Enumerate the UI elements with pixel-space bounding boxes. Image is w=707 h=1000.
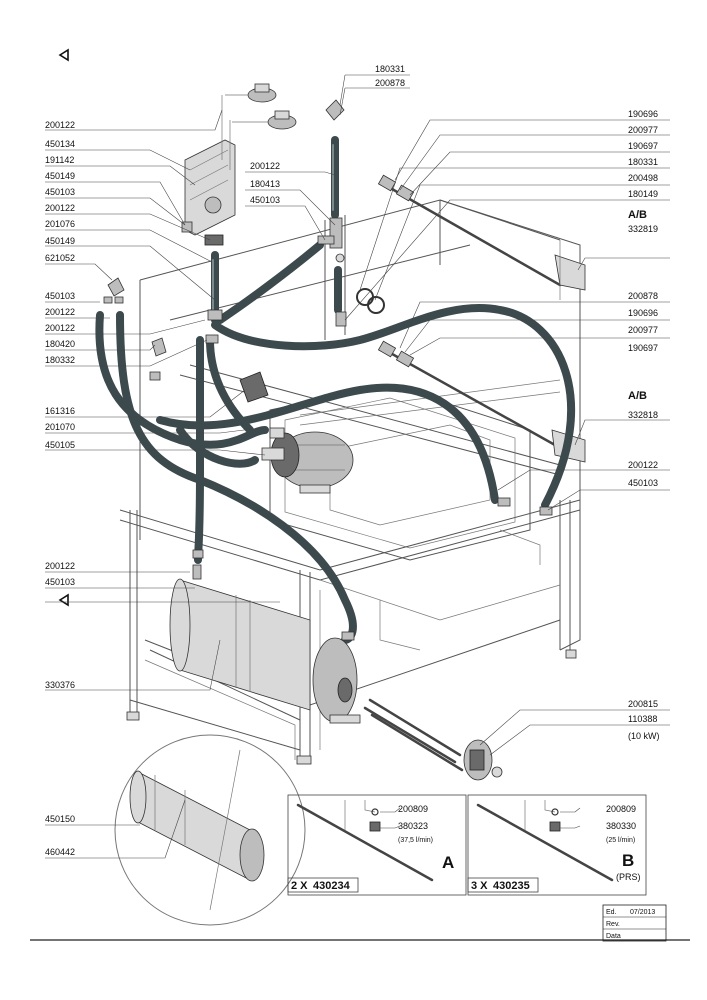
callout-332818: 332818 — [628, 410, 658, 420]
callout-191142: 191142 — [45, 155, 74, 165]
hoses — [95, 136, 576, 644]
callout-201076: 201076 — [45, 219, 75, 229]
wash-pump — [261, 427, 354, 494]
panel-b: 200809 380330 (25 l/min) B (PRS) 3 X 430… — [467, 794, 647, 896]
clamps — [192, 497, 553, 641]
callout-450149-l1: 450149 — [45, 171, 75, 181]
panel-a-part-number: 430234 — [313, 880, 351, 892]
callout-180331-r2: 180331 — [628, 157, 658, 167]
panel-b-sub: (PRS) — [616, 872, 641, 882]
panel-a-code-200809: 200809 — [398, 804, 428, 814]
callout-450103-l5: 450103 — [45, 577, 75, 587]
callout-621052: 621052 — [45, 253, 75, 263]
callout-labels: 180331 200878 190696 200977 190697 18033… — [45, 64, 660, 857]
callout-110388: 110388 — [628, 714, 657, 724]
callout-180149: 180149 — [628, 189, 658, 199]
callout-450103-r: 450103 — [628, 478, 658, 488]
callout-200878-top: 200878 — [375, 78, 405, 88]
panel-b-part-number: 430235 — [493, 880, 530, 892]
callout-450150: 450150 — [45, 814, 75, 824]
callout-450149-l2: 450149 — [45, 236, 75, 246]
callout-330376: 330376 — [45, 680, 75, 690]
seal-rings — [335, 288, 385, 327]
panel-a-flow: (37,5 l/min) — [398, 837, 433, 844]
callout-200977-r2: 200977 — [628, 325, 658, 335]
direction-triangle-icon — [58, 48, 69, 607]
panel-a: 200809 380323 (37,5 l/min) A 2 X 430234 — [287, 794, 467, 896]
callout-power: (10 kW) — [628, 731, 660, 741]
callout-200122-l2: 200122 — [45, 203, 75, 213]
callout-200122-r: 200122 — [628, 460, 658, 470]
callout-200498: 200498 — [628, 173, 658, 183]
pressure-switches — [225, 83, 297, 130]
revision-ed-value: 07/2013 — [630, 909, 655, 916]
callout-200122-l5: 200122 — [45, 561, 75, 571]
boiler-tank — [169, 564, 361, 724]
callout-200977-r1: 200977 — [628, 125, 658, 135]
callout-ab-1: A/B — [628, 209, 647, 221]
leader-lines — [45, 74, 670, 859]
callout-200122-l4: 200122 — [45, 323, 75, 333]
callout-460442: 460442 — [45, 847, 75, 857]
callout-200815: 200815 — [628, 699, 658, 709]
revision-block: Ed. 07/2013 Rev. Data — [30, 904, 690, 942]
panel-b-code-380330: 380330 — [606, 821, 636, 831]
callout-450103-l1: 450103 — [45, 187, 75, 197]
panel-b-code-200809: 200809 — [606, 804, 636, 814]
callout-190697-r2: 190697 — [628, 343, 658, 353]
elbow-180331 — [325, 99, 345, 121]
callout-201070: 201070 — [45, 422, 75, 432]
callout-190697-r1: 190697 — [628, 141, 658, 151]
panel-b-letter: B — [622, 851, 634, 870]
callout-180420: 180420 — [45, 339, 75, 349]
callout-180332: 180332 — [45, 355, 75, 365]
pump-bracket — [239, 371, 269, 403]
callout-450103-l2: 450103 — [45, 291, 75, 301]
revision-data-label: Data — [606, 933, 621, 940]
revision-ed-label: Ed. — [606, 909, 617, 916]
callout-450105: 450105 — [45, 440, 75, 450]
callout-200122-l3: 200122 — [45, 307, 75, 317]
callout-190696-r1: 190696 — [628, 109, 658, 119]
heating-element — [363, 698, 503, 781]
air-break-unit — [184, 95, 236, 246]
panel-a-letter: A — [442, 853, 454, 872]
callout-450103-m: 450103 — [250, 195, 280, 205]
revision-rev-label: Rev. — [606, 921, 620, 928]
boiler-detail — [114, 734, 306, 926]
callout-200878-r: 200878 — [628, 291, 658, 301]
panel-b-flow: (25 l/min) — [606, 837, 635, 844]
callout-190696-r2: 190696 — [628, 308, 658, 318]
wash-arm-lower — [377, 340, 586, 463]
callout-ab-2: A/B — [628, 390, 647, 402]
panel-a-code-380323: 380323 — [398, 821, 428, 831]
panel-b-qty: 3 X — [471, 880, 488, 892]
callout-200122-l1: 200122 — [45, 120, 75, 130]
callout-180413: 180413 — [250, 179, 280, 189]
callout-180331-top: 180331 — [375, 64, 405, 74]
callout-161316: 161316 — [45, 406, 75, 416]
callout-200122-m: 200122 — [250, 161, 280, 171]
tee-connector — [317, 217, 345, 263]
panel-a-qty: 2 X — [291, 880, 308, 892]
callout-450134: 450134 — [45, 139, 75, 149]
callout-332819: 332819 — [628, 224, 658, 234]
left-fittings — [103, 221, 223, 381]
